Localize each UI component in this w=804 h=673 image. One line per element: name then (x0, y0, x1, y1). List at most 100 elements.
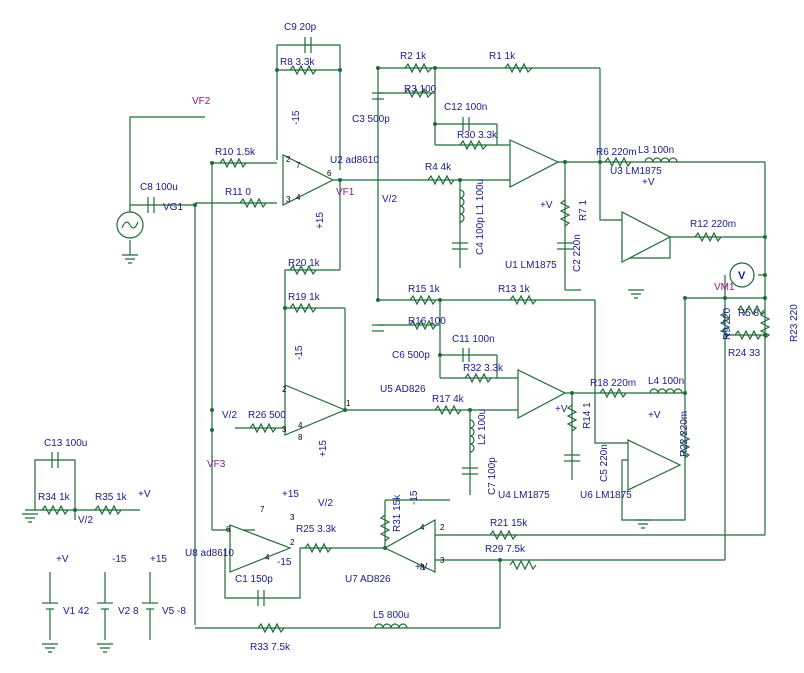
pin-numbers: 2 3 6 7 4 2 3 1 4 8 6 7 3 2 4 2 3 8 4 (226, 155, 445, 572)
label-l2: L2 100u (477, 409, 488, 445)
resistor-r1 (504, 62, 533, 74)
label-r25: R25 3.3k (296, 524, 337, 535)
label-c13: C13 100u (44, 438, 87, 449)
resistor-r11 (239, 197, 267, 209)
label-v1: V1 42 (63, 606, 90, 617)
label-c12: C12 100n (444, 102, 487, 113)
net-m15-2: -15 (294, 345, 305, 360)
resistor-r18 (599, 387, 627, 399)
label-r21: R21 15k (490, 518, 528, 529)
net-vplus-5: +V (540, 200, 553, 211)
label-r4: R4 4k (425, 162, 452, 173)
net-labels: VF2 VF1 VF3 VM1 VG1 V V/2 V/2 V/2 V/2 +V… (56, 96, 746, 573)
pin-u2-7: 7 (296, 161, 301, 170)
label-r16: R16 100 (408, 316, 446, 327)
capacitor-c4 (452, 242, 468, 250)
inductor-l1 (459, 189, 465, 223)
pin-u8-4: 4 (265, 553, 270, 562)
label-r35: R35 1k (95, 492, 128, 503)
battery-v2 (97, 572, 113, 640)
label-r23: R23 220 (789, 304, 800, 342)
probe-vf1: VF1 (336, 187, 355, 198)
label-u2: U2 ad8610 (330, 155, 379, 166)
resistor-r17 (434, 404, 462, 416)
net-m15-4: -15 (112, 554, 127, 565)
net-m15-1: -15 (291, 110, 302, 125)
resistor-r2 (404, 62, 433, 74)
pin-u7-8: 8 (420, 563, 425, 572)
resistor-r34 (41, 504, 69, 516)
pin-u2-6: 6 (327, 169, 332, 178)
label-u7: U7 AD826 (345, 574, 391, 585)
label-r26: R26 500 (248, 410, 286, 421)
pin-u7-3: 3 (440, 556, 445, 565)
resistor-r23 (759, 311, 771, 339)
net-vplus-4: +V (56, 554, 69, 565)
label-r10: R10 1.5k (215, 147, 256, 158)
probe-vf2: VF2 (192, 96, 211, 107)
pin-u8-3: 3 (290, 513, 295, 522)
net-p15-4: +15 (150, 554, 167, 565)
capacitor-c5 (564, 454, 580, 462)
net-p15-1: +15 (315, 212, 326, 229)
label-vg1: VG1 (163, 202, 183, 213)
resistor-r9 (719, 311, 731, 339)
label-c2: C2 220n (572, 234, 583, 272)
pin-u5-4: 4 (298, 421, 303, 430)
resistor-r24 (734, 329, 762, 341)
inductor-l5 (374, 623, 408, 629)
label-r34: R34 1k (38, 492, 71, 503)
label-r6: R6 220m (596, 147, 637, 158)
battery-v1 (42, 572, 58, 640)
label-r17: R17 4k (432, 394, 465, 405)
label-r32: R32 3.3k (463, 363, 504, 374)
pin-u5-2: 2 (282, 385, 287, 394)
resistor-r26 (249, 422, 277, 434)
pin-u8-6: 6 (226, 525, 231, 534)
label-u4: U4 LM1875 (498, 490, 550, 501)
resistor-r13 (509, 294, 537, 306)
capacitor-c11 (462, 348, 470, 362)
resistor-r14 (566, 404, 578, 432)
opamp-u3 (621, 211, 672, 263)
resistor-r21 (489, 529, 517, 541)
label-r3: R3 100 (404, 84, 437, 95)
junctions (73, 66, 767, 562)
net-vplus-3: +V (648, 410, 661, 421)
net-vhalf-2: V/2 (222, 410, 237, 421)
resistor-r7 (559, 199, 571, 227)
label-l4: L4 100n (648, 376, 684, 387)
label-r22: R22 220m (679, 411, 690, 457)
inductors (374, 157, 683, 629)
net-m15-5: -15 (409, 490, 420, 505)
resistor-r35 (94, 504, 122, 516)
capacitor-c7 (462, 467, 478, 475)
resistor-r3 (404, 87, 433, 99)
label-c7: C7 100p (487, 457, 498, 495)
label-l5: L5 800u (373, 610, 409, 621)
net-vplus-1: +V (138, 489, 151, 500)
label-l1: L1 100u (475, 179, 486, 215)
pin-u8-7: 7 (260, 505, 265, 514)
label-r13: R13 1k (498, 284, 531, 295)
resistor-r30 (459, 139, 488, 151)
net-m15-3: -15 (277, 557, 292, 568)
opamp-u6 (627, 439, 682, 491)
probe-vm1: VM1 (714, 282, 735, 293)
label-c5: C5 220n (599, 444, 610, 482)
label-r31: R31 15k (392, 494, 403, 532)
label-r20: R20 1k (288, 258, 321, 269)
capacitor-c3 (372, 92, 384, 100)
pin-u5-3: 3 (282, 425, 287, 434)
resistor-r5 (737, 304, 765, 316)
net-p15-2: +15 (318, 440, 329, 457)
net-vhalf-3: V/2 (318, 498, 333, 509)
label-r33: R33 7.5k (250, 642, 291, 653)
capacitor-c2 (557, 242, 573, 250)
pin-u8-2: 2 (290, 538, 295, 547)
capacitor-c9 (304, 37, 312, 53)
resistor-r20 (289, 264, 317, 276)
opamp-u1 (509, 139, 560, 188)
voltmeter-vm1 (729, 262, 755, 288)
label-r30: R30 3.3k (457, 130, 498, 141)
